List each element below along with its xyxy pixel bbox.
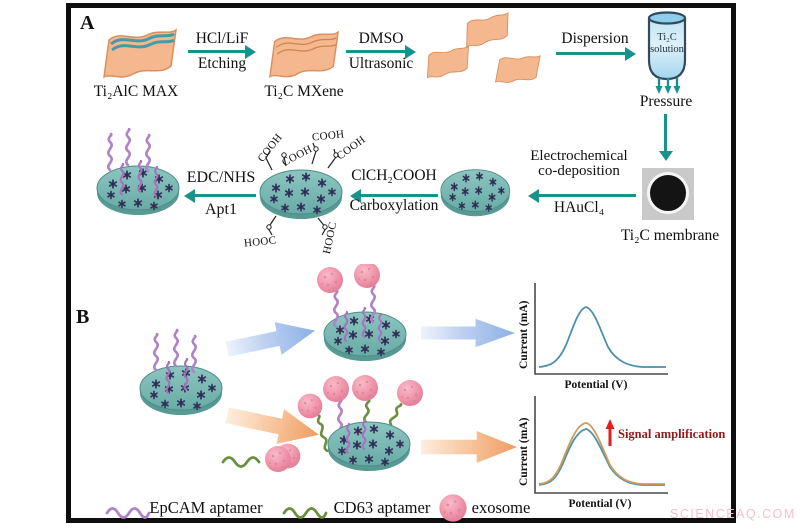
amplification-arrow-head (605, 419, 615, 429)
apt1-label: Apt1 (205, 201, 237, 218)
dpv-chart-before: Current (mA) Potential (V) (518, 283, 668, 391)
codeposition-label-line2: co-deposition (538, 163, 620, 179)
edc-nhs-arrow (184, 188, 256, 203)
mxene-label: Ti₂C MXene (264, 83, 344, 100)
chart1-xlabel: Potential (V) (565, 379, 628, 391)
legend-cd63-label: CD63 aptamer (333, 498, 431, 517)
watermark: SCIENCEAQ.COM (670, 507, 796, 521)
dpv-curve-after (538, 422, 665, 485)
vial-label-line2: solution (650, 44, 684, 55)
mxene-flake-illustration (269, 31, 339, 78)
carboxylated-electrode (256, 142, 346, 236)
carboxylation-bottom-label: Carboxylation (349, 197, 439, 214)
etching-arrow-top-label: HCl/LiF (195, 30, 249, 47)
pressure-down-arrow (658, 114, 673, 161)
etching-arrow (188, 44, 256, 59)
haucl4-label: HAuCl₄ (553, 199, 605, 216)
ultrasonic-arrow (346, 44, 416, 59)
max-label: Ti₂AlC MAX (93, 83, 179, 100)
pressure-label: Pressure (639, 93, 693, 110)
chart1-ylabel: Current (mA) (518, 300, 530, 369)
dpv-curve-before (538, 428, 665, 486)
signal-amplification-label: Signal amplification (618, 427, 725, 441)
dpv-curve (538, 306, 666, 368)
aptamer-functionalized-electrode (94, 128, 182, 228)
dispersion-arrow-label: Dispersion (561, 30, 629, 47)
dpv-chart-after: Signal amplification Current (mA) Potent… (518, 396, 725, 510)
epcam-aptamer-icon (105, 507, 151, 519)
exfoliated-flakes-illustration (424, 12, 541, 85)
ti2c-membrane-illustration (642, 168, 694, 220)
panel-b-label: B (76, 306, 90, 328)
membrane-label: Ti₂C membrane (620, 227, 720, 244)
legend-epcam-label: EpCAM aptamer (149, 498, 263, 517)
carboxylation-top-label: ClCH₂COOH (351, 167, 437, 184)
exosome-captured-electrode (317, 264, 416, 372)
ultrasonic-arrow-top-label: DMSO (358, 30, 404, 47)
chart2-xlabel: Potential (V) (569, 498, 632, 510)
cd63-aptamer-icon (282, 507, 328, 519)
chart2-ylabel: Current (mA) (518, 417, 530, 486)
legend-exosome-label: exosome (471, 498, 531, 517)
codeposition-label-line1: Electrochemical (530, 148, 628, 164)
free-cd63-aptamer-exosome (221, 446, 291, 472)
etching-arrow-bottom-label: Etching (197, 55, 247, 72)
gold-deposited-electrode (440, 164, 512, 222)
dispersion-arrow (556, 46, 636, 61)
membrane-disk (647, 172, 689, 214)
ultrasonic-arrow-bottom-label: Ultrasonic (348, 55, 414, 72)
carboxylation-arrow (350, 188, 438, 203)
codeposition-arrow (528, 188, 636, 203)
sensor-base-electrode (136, 328, 226, 424)
edc-nhs-label: EDC/NHS (186, 169, 256, 186)
panel-a-label: A (80, 12, 95, 34)
exosome-icon (439, 494, 467, 522)
vial-label-line1: Ti₂C (657, 32, 677, 43)
max-flake-illustration (103, 29, 177, 78)
